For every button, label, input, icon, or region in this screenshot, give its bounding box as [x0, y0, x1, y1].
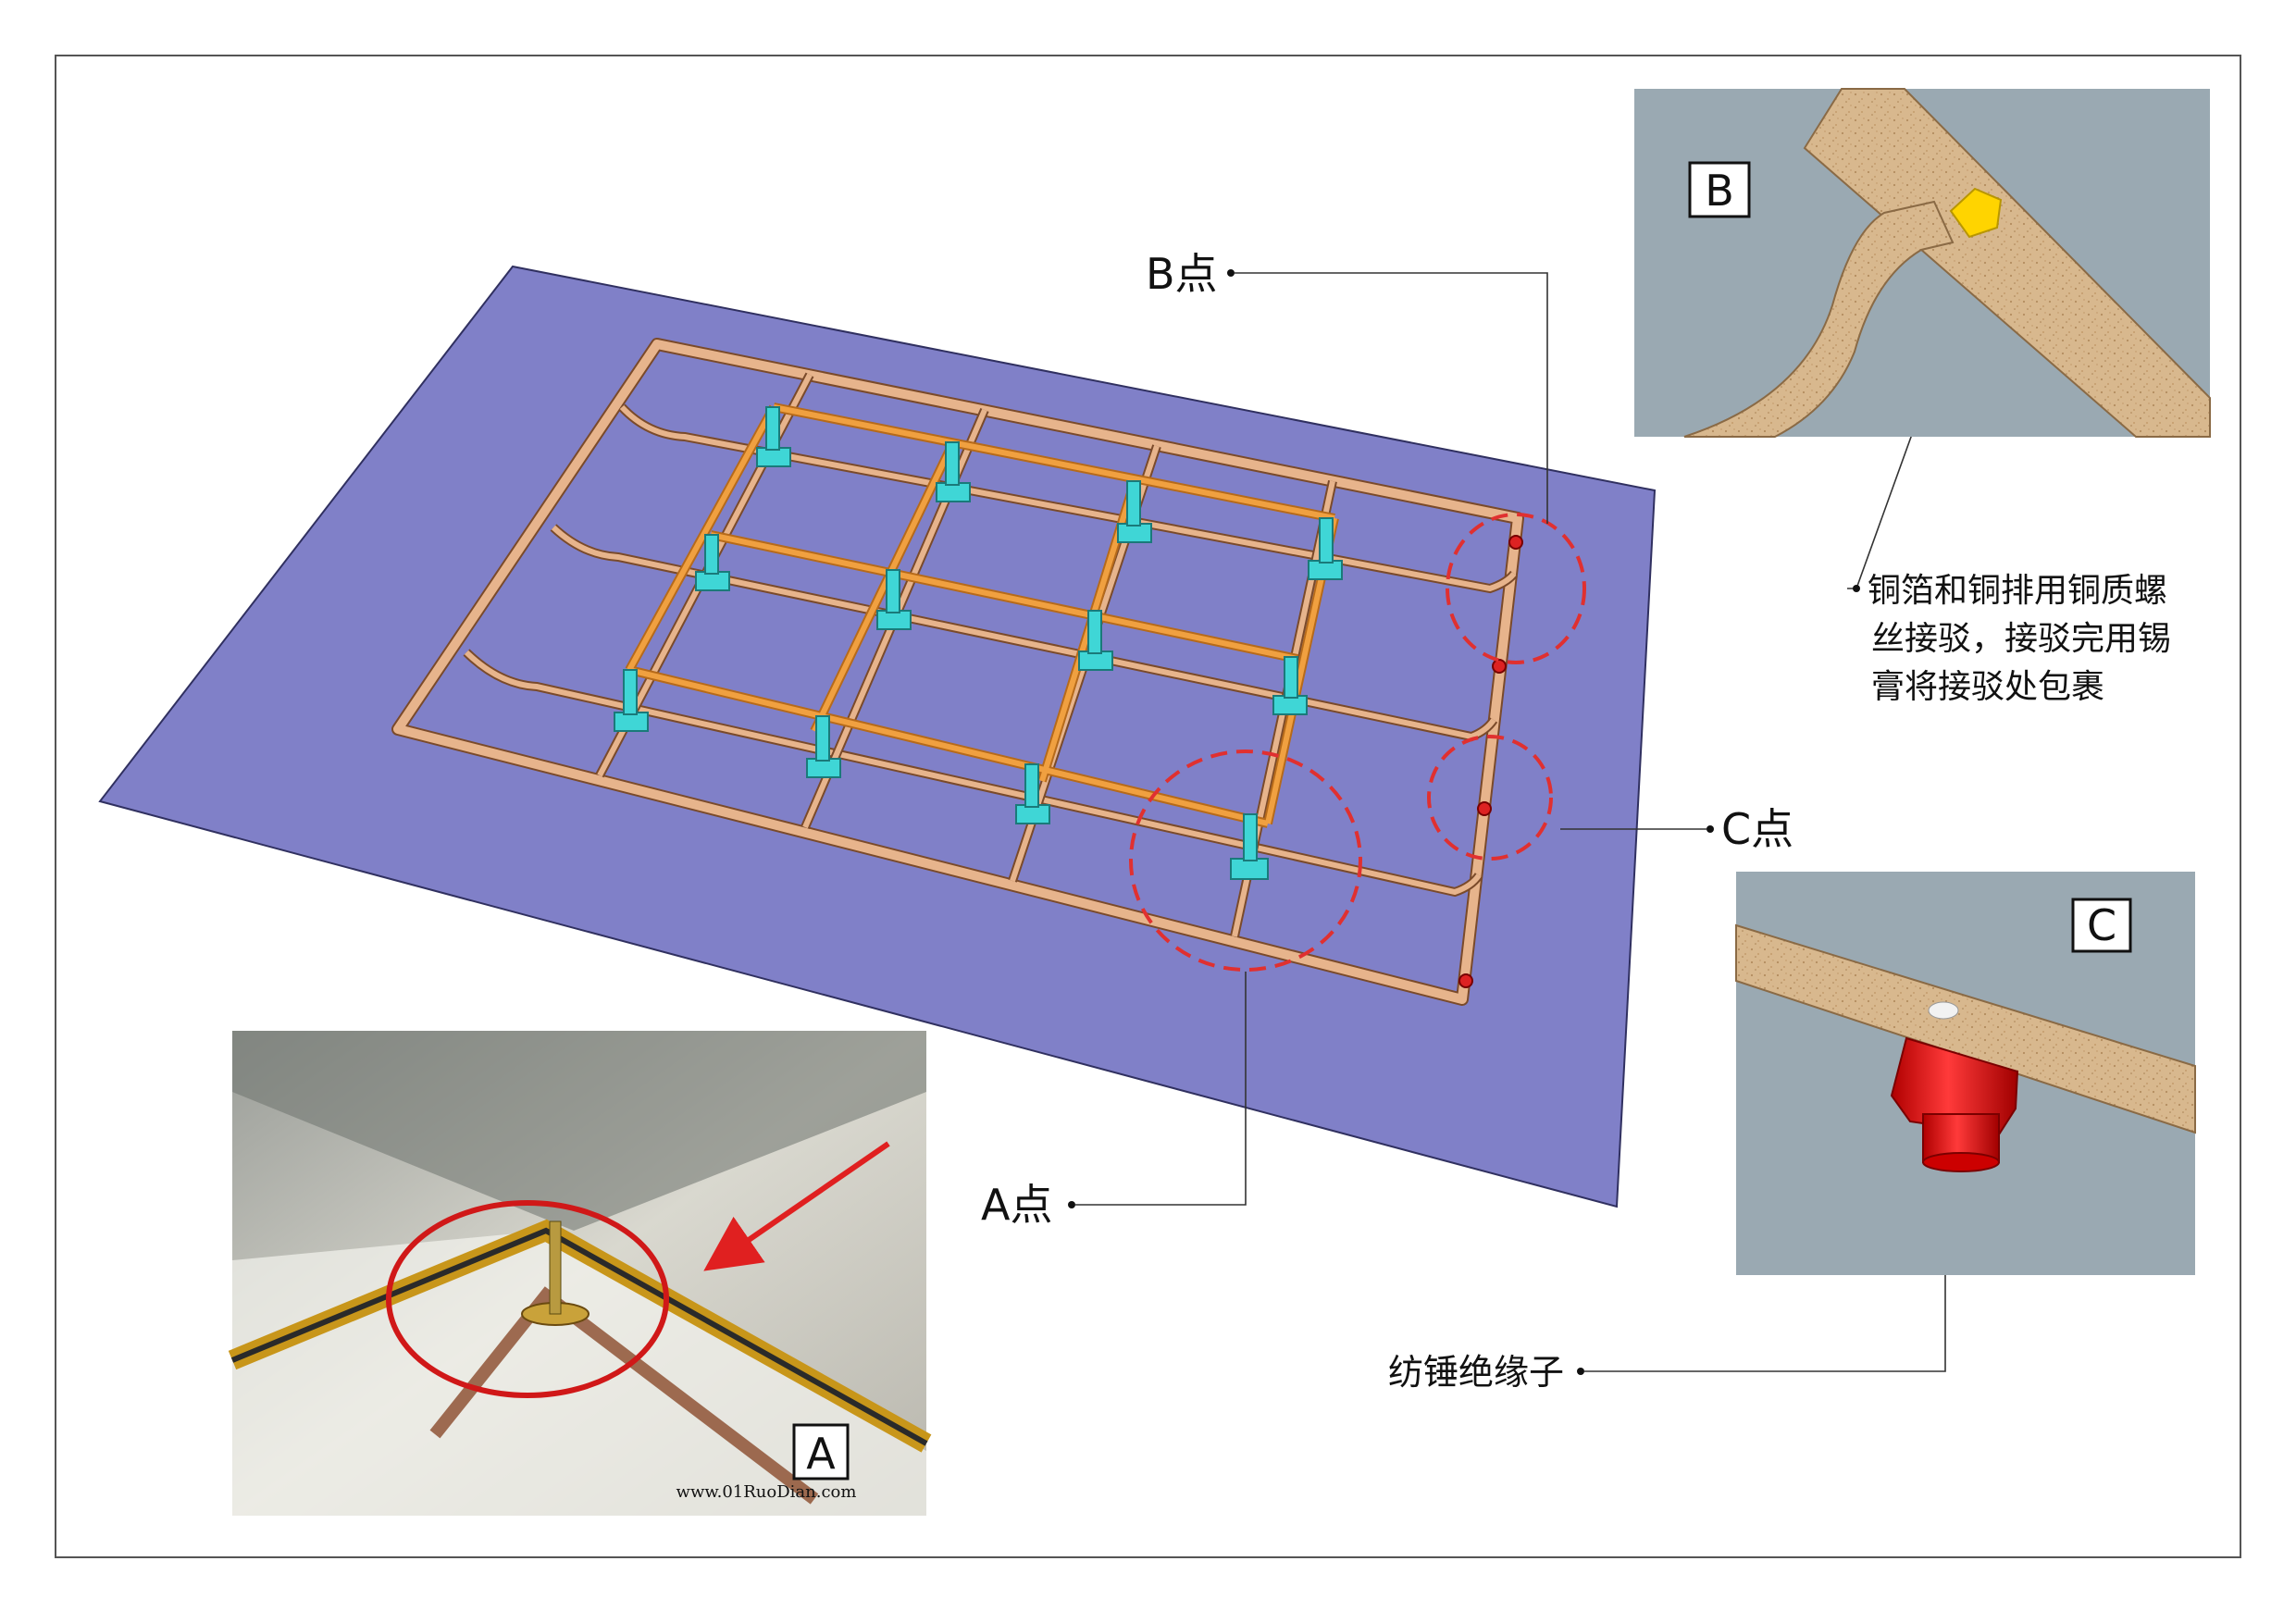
highlight-circle-c: [1427, 735, 1553, 861]
highlight-circles: [1129, 513, 1586, 972]
highlight-circle-a: [1129, 750, 1362, 972]
pedestal: [1272, 656, 1308, 715]
pedestal: [1015, 763, 1050, 824]
pedestal: [695, 534, 730, 591]
detail-c-letter: C: [2087, 900, 2116, 950]
detail-panel-c: C: [1735, 872, 2196, 1275]
detail-a-letter-box: [792, 1423, 850, 1481]
label-point-a: A点: [981, 1180, 1052, 1230]
insulator-marker: [1508, 535, 1523, 550]
pedestal: [614, 669, 649, 732]
copper-strip-frame-face: [393, 340, 1522, 1004]
pedestal: [876, 569, 912, 630]
detail-panel-b: B: [1634, 88, 2211, 438]
wood-strip: [1735, 923, 2196, 1134]
detail-c-letter-box: [2071, 898, 2132, 953]
detail-b-letter: B: [1705, 166, 1734, 216]
photo-arrow: [703, 1141, 890, 1271]
leader-insulator: [1584, 1245, 1946, 1372]
wood-strip-main: [1803, 88, 2211, 438]
leader-a: [1075, 972, 1247, 1206]
pedestal: [1078, 610, 1113, 671]
bolt-hole: [1928, 1001, 1959, 1020]
insulator-marker: [1477, 801, 1492, 816]
photo-highlight-circle: [386, 1200, 669, 1398]
wood-strip-branch: [1683, 200, 1955, 438]
spindle-insulator: [1890, 1036, 2019, 1172]
insulator-marker: [1458, 973, 1473, 988]
detail-b-letter-box: [1688, 161, 1751, 218]
pedestal-stem: [549, 1220, 562, 1315]
insulator-marker: [1492, 659, 1507, 674]
leader-b: [1235, 272, 1548, 524]
pedestal: [1308, 517, 1343, 580]
pedestal: [936, 441, 971, 502]
pedestal: [1230, 813, 1269, 880]
bolt-marker: [1949, 187, 2003, 239]
label-point-b: B点: [1146, 249, 1218, 299]
pedestal: [756, 406, 791, 467]
photo-watermark: www.01RuoDian.com: [676, 1482, 857, 1502]
copper-strips-longitudinal-face: [464, 404, 1517, 896]
highlight-circle-b: [1446, 513, 1586, 664]
label-point-c: C点: [1721, 804, 1793, 854]
pedestal: [1117, 480, 1152, 543]
note-line-3: 膏将接驳处包裹: [1871, 668, 2104, 706]
edge-insulators: [1458, 535, 1523, 988]
upper-floor-tile: [232, 1031, 926, 1231]
pedestal: [806, 715, 841, 778]
raised-floor-grounding-grid: [98, 265, 1657, 1208]
label-insulator: 纺锤绝缘子: [1388, 1352, 1564, 1393]
note-line-1: 铜箔和铜排用铜质螺: [1868, 572, 2167, 610]
callout-dots: [1068, 269, 1860, 1375]
note-line-2: 丝接驳，接驳完用锡: [1871, 620, 2171, 658]
floor-seam-edge: [230, 1227, 928, 1446]
detail-panel-a-photo: A www.01RuoDian.com: [228, 1031, 932, 1516]
detail-a-letter: A: [806, 1429, 836, 1479]
floor-pedestals: [614, 406, 1343, 880]
connection-note: 铜箔和铜排用铜质螺 丝接驳，接驳完用锡 膏将接驳处包裹: [1868, 572, 2171, 706]
